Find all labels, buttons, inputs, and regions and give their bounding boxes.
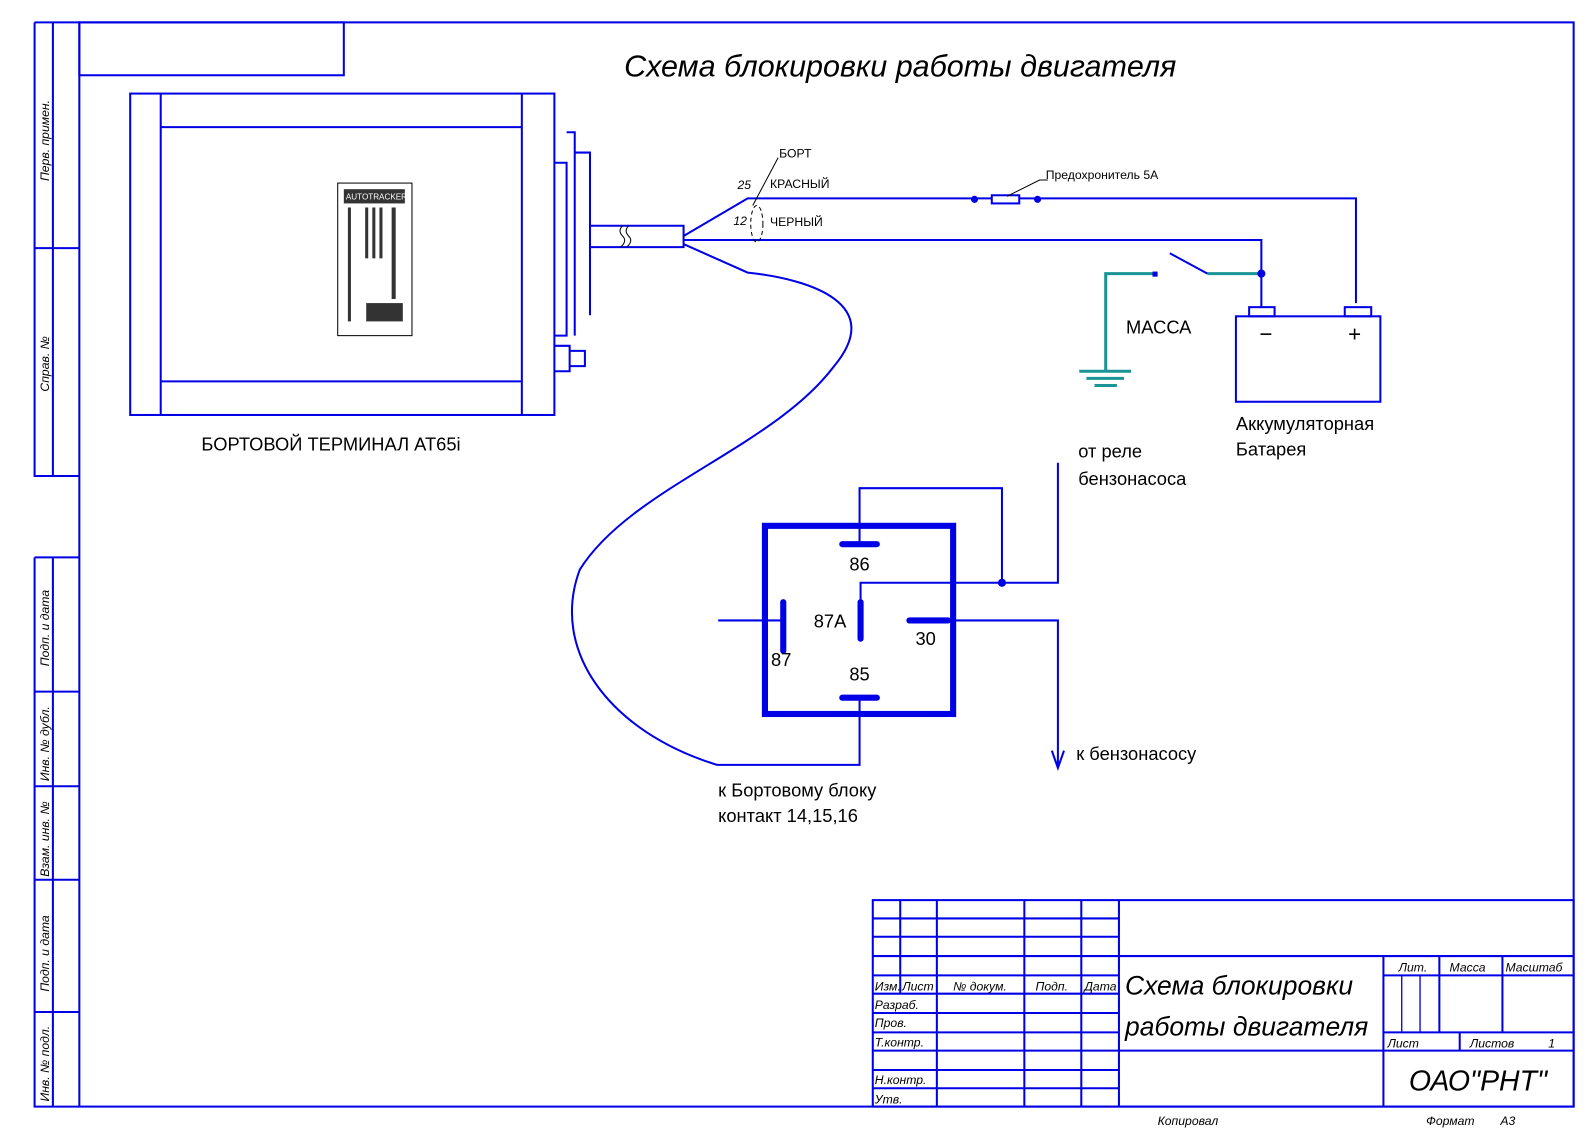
pin-86-label: 86 [849,554,869,575]
ground-icon [1079,369,1132,388]
mass-header: Масса [1450,960,1486,974]
black-wire-label: ЧЕРНЫЙ [770,214,823,229]
block-title: Схема блокировки [1125,971,1353,1001]
red-wire [683,197,1357,304]
leader-line [752,157,779,206]
scale-header: Масштаб [1505,960,1563,974]
from-relay-label: от реле [1078,441,1142,462]
ground-switch: МАССА [1079,252,1266,388]
pin-85-label: 85 [849,663,869,684]
role-developed: Разраб. [875,998,919,1012]
lit-header: Лит. [1398,960,1428,974]
side-label: Инв. № дубл. [38,706,52,781]
fuse: Предохронитель 5А [970,168,1159,205]
battery-label: Батарея [1236,439,1306,460]
wire-group-marker [750,204,764,243]
wire-30-arrow [948,619,1065,771]
title-block: Изм. Лист № докум. Подп. Дата Разраб. Пр… [871,899,1575,1128]
top-left-box [78,21,345,77]
sheet-label: Лист [1386,1037,1418,1051]
red-wire-label: КРАСНЫЙ [770,176,829,191]
signal-wire [570,243,861,766]
header-change: Изм. [875,980,901,994]
pin-87a-label: 87A [814,611,847,632]
format-label: Формат [1426,1114,1474,1128]
red-pin-number: 25 [736,178,751,192]
battery: − + Аккумуляторная Батарея [1234,306,1382,460]
junction-dot [997,578,1007,587]
terminal-label: БОРТОВОЙ ТЕРМИНАЛ AT65i [201,434,460,455]
relay: 86 87 87A 30 85 [761,522,957,718]
to-block-label: к Бортовому блоку [718,779,877,800]
side-label: Подп. и дата [38,915,52,992]
ground-label: МАССА [1126,317,1192,338]
onboard-terminal: AUTO TRACKER БОРТОВОЙ ТЕРМИНАЛ AT65i [129,92,592,455]
fuse-label: Предохронитель 5А [1046,168,1159,182]
block-title: работы двигателя [1124,1011,1368,1041]
pin-87-label: 87 [771,649,791,670]
format-value: А3 [1499,1114,1515,1128]
cable-group-label: БОРТ [779,147,812,161]
header-signature: Подп. [1036,980,1068,994]
role-approved: Утв. [874,1093,903,1107]
pin-30-label: 30 [915,628,935,649]
sheets-label: Листов [1469,1037,1514,1051]
wire-87a [859,462,1059,603]
copied-label: Копировал [1158,1114,1219,1128]
side-label: Справ. № [38,336,52,391]
side-label: Подп. и дата [38,590,52,667]
role-tech-control: Т.контр. [875,1036,924,1050]
side-label: Инв. № подл. [38,1026,52,1102]
cable [589,224,685,249]
black-wire [683,239,1263,308]
battery-minus: − [1259,322,1272,347]
header-doc-no: № докум. [953,980,1007,994]
header-date: Дата [1082,980,1116,994]
to-pump-label: к бензонасосу [1076,743,1197,764]
role-norm-control: Н.контр. [875,1073,927,1087]
side-label: Перв. примен. [38,100,52,181]
side-strip: Перв. примен. Справ. № Подп. и дата Инв.… [33,21,80,1108]
role-checked: Пров. [875,1016,907,1030]
wire-86 [858,487,1003,583]
sticker-brand: TRACKER [368,192,407,201]
sheets-value: 1 [1548,1037,1555,1051]
side-label: Взам. инв. № [38,801,52,876]
from-relay-label: бензонасоса [1078,468,1187,489]
black-pin-number: 12 [733,214,747,228]
page-title: Схема блокировки работы двигателя [624,49,1176,83]
sticker-brand: AUTO [346,192,368,201]
header-sheet: Лист [901,980,933,994]
company-name: ОАО"РНТ" [1409,1065,1549,1097]
battery-plus: + [1348,322,1361,347]
cable-break-mark [619,225,632,248]
drawing-frame [78,21,1575,1108]
battery-label: Аккумуляторная [1236,413,1374,434]
to-block-label: контакт 14,15,16 [718,805,858,826]
